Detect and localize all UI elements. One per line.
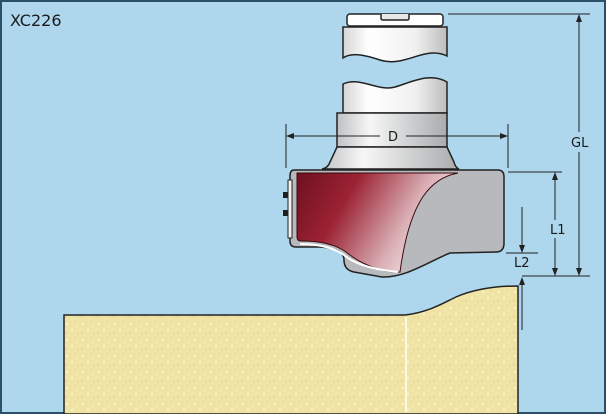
cutter-side-notches bbox=[283, 179, 293, 239]
overall-length-label: GL bbox=[571, 136, 589, 151]
diameter-dimension bbox=[285, 124, 509, 168]
diameter-label: D bbox=[388, 130, 398, 145]
shank-lower-section bbox=[342, 77, 448, 114]
shank-top-section bbox=[342, 13, 448, 63]
overall-length-dimension bbox=[448, 13, 590, 277]
carbide-cutting-edge bbox=[296, 172, 459, 273]
cutting-length-dimension bbox=[508, 171, 562, 276]
cutting-edge-highlight bbox=[299, 243, 399, 273]
workpiece bbox=[63, 285, 519, 414]
product-code: XC226 bbox=[10, 11, 62, 30]
cutter-flare bbox=[321, 146, 460, 170]
profile-depth-dimension bbox=[506, 207, 538, 330]
cutting-length-label: L1 bbox=[550, 223, 566, 238]
profile-depth-label: L2 bbox=[514, 256, 530, 271]
